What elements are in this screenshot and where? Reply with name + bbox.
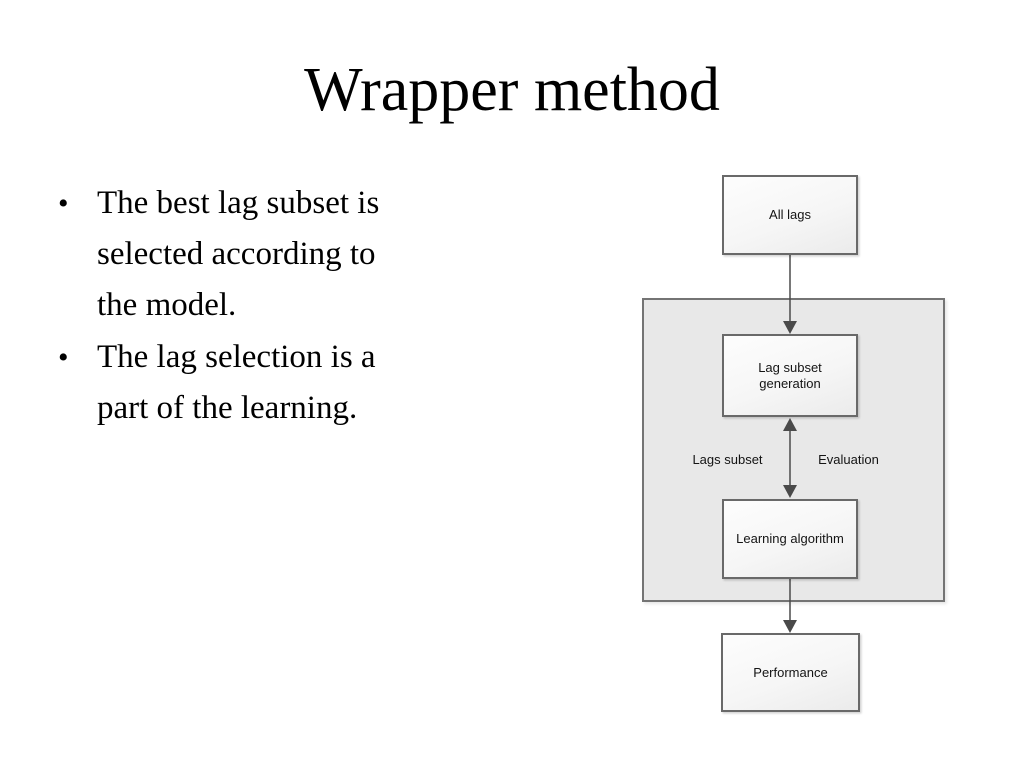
bullet-line: The lag selection is a — [97, 339, 376, 375]
node-learning-algorithm: Learning algorithm — [722, 499, 858, 579]
bullet-text: The best lag subset is selected accordin… — [97, 178, 379, 331]
bullet-item: • The lag selection is a part of the lea… — [58, 332, 498, 434]
page-title: Wrapper method — [304, 56, 720, 124]
bullet-list: • The best lag subset is selected accord… — [58, 178, 498, 435]
edge-label-evaluation: Evaluation — [818, 452, 879, 467]
edge-label-lags-subset: Lags subset — [692, 452, 763, 467]
bullet-line: the model. — [97, 287, 237, 323]
node-performance: Performance — [721, 633, 860, 712]
node-label: Performance — [753, 664, 828, 680]
node-label: generation — [759, 375, 821, 391]
bullet-text: The lag selection is a part of the learn… — [97, 332, 376, 434]
node-all-lags: All lags — [722, 175, 858, 255]
bullet-line: The best lag subset is — [97, 185, 380, 221]
node-label: All lags — [769, 207, 811, 222]
node-label: Learning algorithm — [736, 531, 844, 546]
bullet-marker-icon: • — [58, 187, 69, 220]
bullet-marker-icon: • — [58, 341, 69, 374]
node-lag-subset-generation: Lag subset generation — [722, 334, 858, 417]
node-label: Lag subset — [758, 359, 822, 375]
bullet-line: selected according to — [97, 236, 376, 272]
bullet-line: part of the learning. — [97, 390, 358, 426]
bullet-item: • The best lag subset is selected accord… — [58, 178, 498, 331]
